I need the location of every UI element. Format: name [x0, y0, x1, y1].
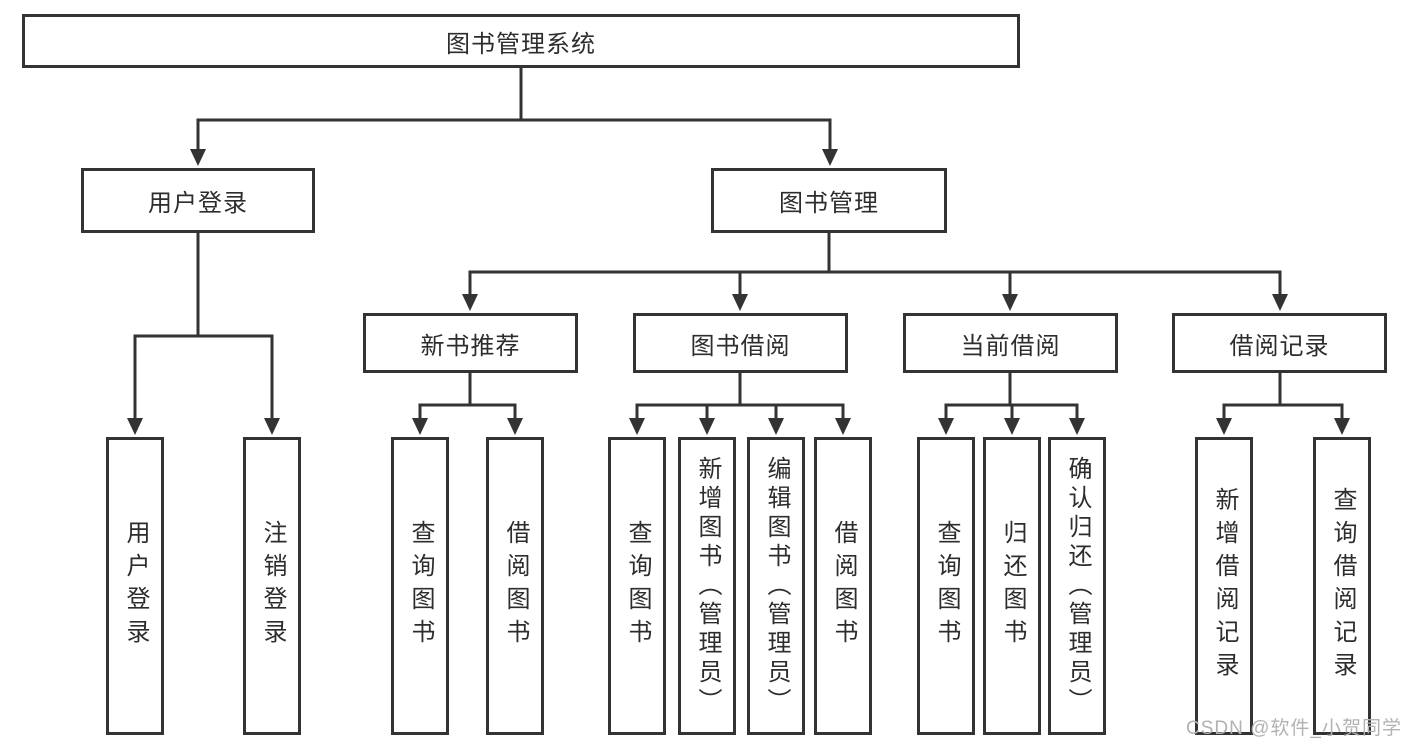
leaf-query-borrow-record: 查询借阅记录 — [1313, 437, 1371, 735]
leaf-add-books-admin: 新增图书（管理员） — [678, 437, 736, 735]
node-book-management: 图书管理 — [711, 168, 947, 233]
node-borrowing-records-label: 借阅记录 — [1229, 332, 1330, 360]
node-current-borrowing: 当前借阅 — [903, 313, 1118, 373]
connector-root-branch — [196, 68, 832, 122]
leaf-edit-books-admin-label: 编辑图书（管理员） — [763, 455, 790, 717]
leaf-borrowing-query-books: 查询图书 — [608, 437, 666, 735]
node-current-borrowing-label: 当前借阅 — [960, 332, 1061, 360]
leaf-logout: 注销登录 — [243, 437, 301, 735]
node-new-book-recommendation: 新书推荐 — [363, 313, 578, 373]
leaf-user-login-label: 用户登录 — [122, 520, 149, 652]
leaf-edit-books-admin: 编辑图书（管理员） — [747, 437, 805, 735]
leaf-confirm-return-admin-label: 确认归还（管理员） — [1064, 455, 1091, 717]
leaf-add-borrow-record: 新增借阅记录 — [1195, 437, 1253, 735]
leaf-query-borrow-record-label: 查询借阅记录 — [1329, 487, 1356, 685]
node-book-borrowing-label: 图书借阅 — [690, 332, 791, 360]
csdn-watermark: CSDN @软件_小贺同学 — [1186, 718, 1402, 739]
connector-borrow-branch — [635, 373, 845, 407]
leaf-borrowing-query-books-label: 查询图书 — [624, 520, 651, 652]
connector-userlogin-branch — [133, 233, 274, 338]
node-book-borrowing: 图书借阅 — [633, 313, 848, 373]
node-book-management-label: 图书管理 — [779, 190, 879, 217]
leaf-add-borrow-record-label: 新增借阅记录 — [1211, 487, 1238, 685]
node-root: 图书管理系统 — [22, 14, 1020, 68]
leaf-borrowing-borrow-books-label: 借阅图书 — [830, 520, 857, 652]
leaf-return-books-label: 归还图书 — [999, 520, 1026, 652]
leaf-confirm-return-admin: 确认归还（管理员） — [1048, 437, 1106, 735]
arrowheads — [127, 149, 1350, 435]
leaf-newbook-borrow-books-label: 借阅图书 — [502, 520, 529, 652]
connector-current-branch — [944, 373, 1079, 407]
leaf-newbook-query-books-label: 查询图书 — [407, 520, 434, 652]
leaf-return-books: 归还图书 — [983, 437, 1041, 735]
leaf-user-login: 用户登录 — [106, 437, 164, 735]
leaf-borrowing-borrow-books: 借阅图书 — [814, 437, 872, 735]
node-user-login-group: 用户登录 — [81, 168, 315, 233]
leaf-logout-label: 注销登录 — [259, 520, 286, 652]
leaf-newbook-query-books: 查询图书 — [391, 437, 449, 735]
node-user-login-group-label: 用户登录 — [148, 190, 248, 217]
node-root-label: 图书管理系统 — [446, 30, 596, 58]
node-new-book-recommendation-label: 新书推荐 — [420, 332, 521, 360]
node-borrowing-records: 借阅记录 — [1172, 313, 1387, 373]
connector-bookmgmt-branch — [468, 233, 1282, 274]
leaf-current-query-books-label: 查询图书 — [933, 520, 960, 652]
leaf-add-books-admin-label: 新增图书（管理员） — [694, 455, 721, 717]
connector-records-branch — [1222, 373, 1344, 407]
leaf-current-query-books: 查询图书 — [917, 437, 975, 735]
leaf-newbook-borrow-books: 借阅图书 — [486, 437, 544, 735]
connector-newbook-branch — [418, 373, 517, 407]
